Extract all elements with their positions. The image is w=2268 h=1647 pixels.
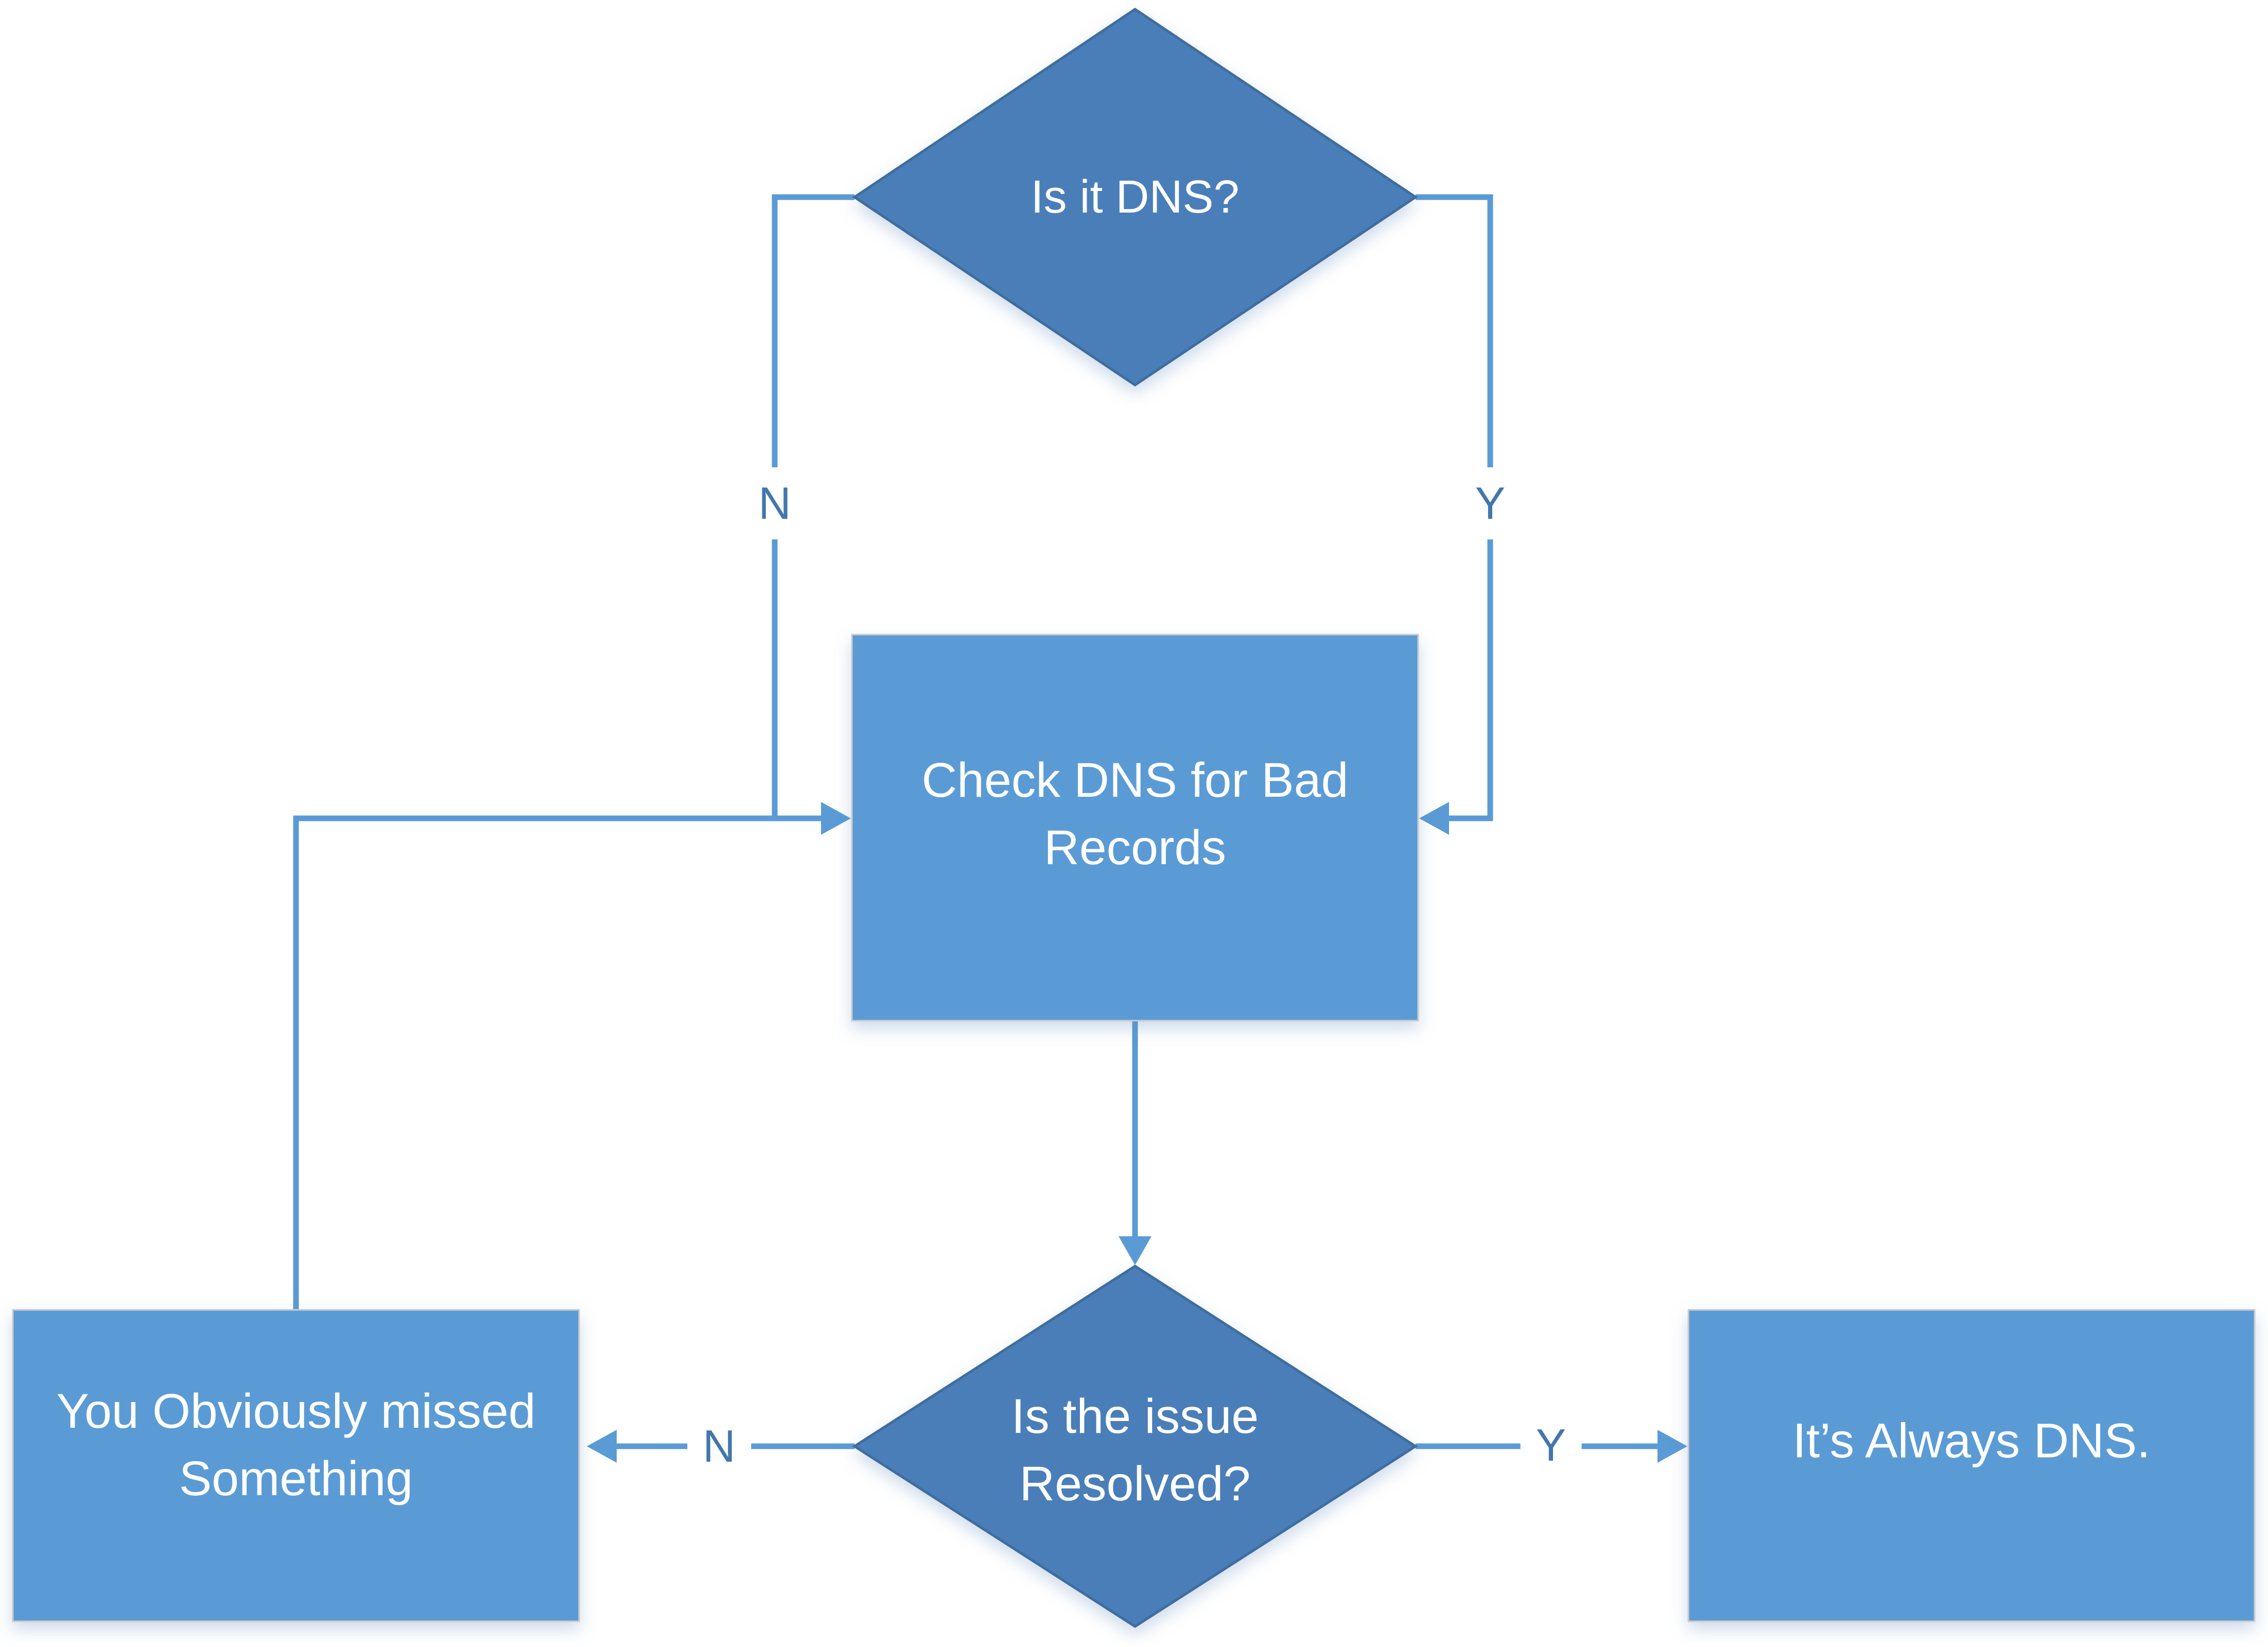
node-missed-something-rect bbox=[12, 1309, 580, 1622]
edge-label-dns-no: N bbox=[751, 467, 798, 539]
node-issue-resolved-diamond bbox=[852, 1265, 1418, 1628]
edge-resolved-no-arrowhead bbox=[587, 1430, 617, 1463]
nodes bbox=[12, 7, 2256, 1628]
node-always-dns-rect bbox=[1687, 1309, 2256, 1622]
edge-dns-yes-arrowhead bbox=[1419, 802, 1449, 835]
node-check-dns-rect bbox=[851, 634, 1419, 1022]
edge-label-resolved-yes: Y bbox=[1520, 1417, 1582, 1473]
connectors bbox=[293, 194, 1687, 1463]
edge-loop-back-line bbox=[293, 815, 823, 1310]
edge-loop-back-arrowhead bbox=[821, 802, 851, 835]
edge-check-to-resolved-arrowhead bbox=[1119, 1236, 1152, 1265]
edge-dns-no-line bbox=[772, 194, 854, 818]
edge-resolved-yes-arrowhead bbox=[1658, 1430, 1687, 1463]
node-is-it-dns-diamond bbox=[852, 7, 1418, 387]
edge-label-resolved-no: N bbox=[687, 1418, 751, 1474]
edge-label-dns-yes: Y bbox=[1468, 467, 1513, 539]
